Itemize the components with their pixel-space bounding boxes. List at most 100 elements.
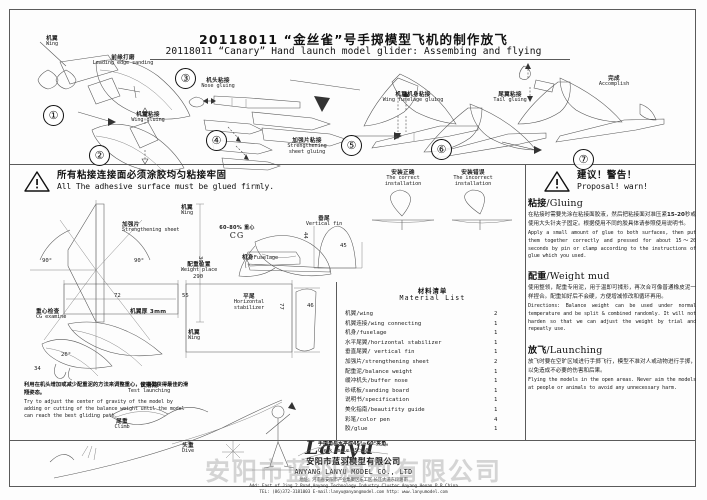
thrower-figure-drawing: [252, 402, 308, 471]
material-item-name: 机翼连接/wing connecting: [345, 320, 494, 330]
caption-wing-fuselage-gluing: 机翼机身粘接 Wing fuselage gluing: [382, 92, 444, 104]
caption-incorrect-installation: 安装错误 The incorrect installation: [453, 170, 493, 188]
material-item-qty: 1: [494, 368, 498, 375]
right-panel-divider: [525, 165, 526, 440]
caption-wing-gluing: 机翼粘接 Wing gluing: [131, 112, 165, 124]
warning-adhesive-cn: 所有粘接连接面必须涂胶均匀粘接牢固: [57, 170, 227, 182]
logo-swoosh-icon: [297, 443, 389, 461]
dim-wing-half: 300: [197, 256, 203, 267]
material-item-qty: 1: [494, 387, 498, 394]
material-item-name: 垂直尾翼/ vertical fin: [345, 348, 494, 358]
material-item-qty: 1: [494, 378, 498, 385]
material-item-name-en: /glue: [350, 426, 368, 433]
caption-wing-thickness: 机翼厚 3mm: [130, 309, 167, 315]
caption-wing-side: 机翼 Wing: [180, 205, 194, 217]
company-name-cn: 安阳市蓝羽模型有限公司: [306, 457, 401, 466]
material-item-qty: 2: [494, 310, 498, 317]
material-item-name-cn: 加强片: [345, 358, 362, 365]
caption-strengthening-sheet-gluing: 加强片粘接 Strengthening sheet gluing: [287, 138, 327, 155]
header-divider: [10, 164, 695, 165]
material-item-name-cn: 缓冲机头: [345, 378, 368, 385]
address-cn-text: 地址：河南省安阳市产业集聚区东工区 长江大道东段路南: [299, 478, 408, 483]
caption-wing-planform: 机翼 Wing: [187, 330, 201, 342]
material-item-name: 水平尾翼/horizontal stabilizer: [345, 339, 494, 349]
material-item-name-en: /horizontal stabilizer: [367, 339, 442, 346]
section-gluing-heading: 粘接/Gluing: [528, 198, 583, 209]
dim-fin-height: 44: [302, 232, 308, 239]
material-item-qty: 1: [494, 339, 498, 346]
material-item-name: 加强片/strengthening sheet: [345, 358, 494, 368]
step-circle-4: ④: [206, 130, 227, 151]
material-item-name-en: /fuselage: [356, 330, 387, 337]
material-item-name-cn: 机翼: [345, 310, 357, 317]
company-address-cn: 地址：河南省安阳市产业集聚区东工区 长江大道东段路南: [0, 478, 707, 485]
caption-tail-gluing: 尾翼粘接 Tail gluing: [493, 92, 527, 104]
cg-examine-drawing: [41, 339, 113, 381]
warning-proposal-cn: 建议！警告！: [577, 170, 637, 182]
note-launch-angle-cn: 手掷角与水平成45°~60°夹角。: [318, 441, 392, 447]
material-item-name-en: /strengthening sheet: [361, 358, 430, 365]
material-item-qty: 1: [494, 407, 498, 414]
assembly-drawings: [37, 41, 665, 173]
material-item-qty: 1: [494, 330, 498, 337]
warning-triangle-icon: [24, 171, 50, 192]
material-item-name-cn: 胶: [345, 426, 351, 433]
step-circle-6: ⑥: [431, 139, 452, 160]
company-name-en: ANYANG LANYU MODEL CO., LTD: [294, 468, 413, 476]
material-item-name-cn: 彩笔: [345, 416, 357, 423]
section-launching-heading: 放飞/Launching: [528, 344, 603, 356]
dim-wing-root: 72: [114, 293, 121, 299]
warning-proposal: 建议！警告！ Proposal! warn!: [544, 170, 648, 192]
material-item-qty: 2: [494, 358, 498, 365]
company-logo: Lanyu: [305, 437, 375, 459]
note-cg-adjust-en: Try to adjust the center of gravity of t…: [24, 399, 185, 420]
step-circle-7: ⑦: [573, 149, 594, 170]
page-title-cn: 20118011 “金丝雀”号手掷模型飞机的制作放飞: [198, 32, 509, 47]
material-item-name: 说明书/specification: [345, 396, 494, 406]
caption-cg: 60-80% 重心 CG: [219, 225, 255, 240]
caption-correct-installation: 安装正确 The correct installation: [384, 170, 422, 188]
material-item-name-en: /wing connecting: [367, 320, 422, 327]
warning-proposal-en: Proposal! warn!: [577, 181, 648, 191]
section-weight: 配重/Weight mud 使用整领，配重专用泥，用于温即可揉形，再次合可像普通…: [528, 269, 696, 334]
wing-planform-drawing: [63, 280, 320, 367]
warning-triangle-icon-2: [544, 171, 570, 192]
page-title-en: 20118011 “Canary” Hand launch model glid…: [165, 46, 542, 57]
material-item-name-en: /color pen: [356, 416, 390, 423]
material-item-name: 胶/glue: [345, 425, 494, 435]
material-item-name: 彩笔/color pen: [345, 416, 494, 426]
step-circle-1: ①: [43, 105, 64, 126]
warning-adhesive: 所有粘接连接面必须涂胶均匀粘接牢固 All The adhesive surfa…: [24, 170, 274, 192]
material-item-name-en: /specification: [361, 397, 409, 404]
material-item-name: 配重泥/balance weight: [345, 368, 494, 378]
footer-divider: [10, 440, 695, 441]
material-item-qty: 1: [494, 426, 498, 433]
material-item-qty: 1: [494, 349, 498, 356]
material-item-name-cn: 配重泥: [345, 368, 362, 375]
material-item-name-en: /sanding board: [361, 387, 409, 394]
caption-strengthening-sheet: 加强片 Strengthening sheet: [122, 222, 180, 234]
note-cg-adjust-cn: 利用在机头增加或减少配重泥的方法来调整重心，使模型获得最佳的滑翔姿态。: [24, 382, 189, 396]
installation-comparison-drawing: [371, 189, 513, 230]
material-item-name: 美化指南/beautifity guide: [345, 406, 494, 416]
section-weight-body-en: Directions: Balance weight can be used u…: [528, 303, 696, 333]
dim-dihedral: 26°: [61, 352, 72, 358]
test-launching-drawing: [49, 399, 283, 479]
dim-stab-width: 46: [307, 303, 314, 309]
material-item-name-cn: 垂直尾翼: [345, 349, 368, 356]
company-contact: TEL: (86)372-3181003 E-mail:lanyu@anyang…: [259, 490, 448, 495]
caption-wing: 机翼 Wing: [45, 36, 59, 48]
company-address-en: Add: East of Jing 2 Road,Anyang Technolo…: [249, 484, 458, 489]
title-underline: [150, 59, 570, 60]
section-gluing-body-cn: 在粘接时需要先涂在粘接面胶液，然后把粘接面对准压紧15-20秒或使用大头针夹子固…: [528, 212, 696, 227]
dim-fin-width: 45: [340, 243, 347, 249]
